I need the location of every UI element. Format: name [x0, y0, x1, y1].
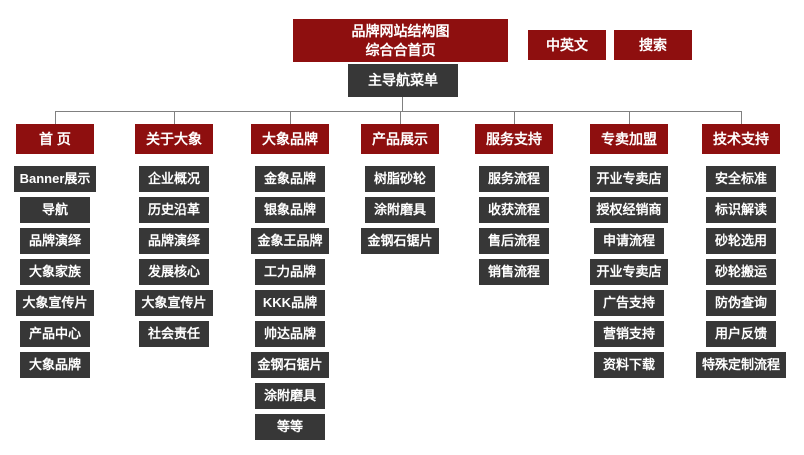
tree-node: KKK品牌: [255, 290, 325, 316]
language-toggle-node: 中英文: [528, 30, 606, 60]
tree-node: 社会责任: [139, 321, 209, 347]
diagram-title-line2: 综合合首页: [365, 42, 436, 58]
column-header-about: 关于大象: [135, 124, 213, 154]
column-header-service: 服务支持: [475, 124, 553, 154]
tree-node: 金象王品牌: [251, 228, 329, 254]
tree-node: 用户反馈: [706, 321, 776, 347]
tree-node: 授权经销商: [590, 197, 668, 223]
tree-node: 售后流程: [479, 228, 549, 254]
column-header-franchise: 专卖加盟: [590, 124, 668, 154]
tree-node: Banner展示: [13, 166, 97, 192]
column-products: 产品展示 树脂砂轮 涂附磨具 金钢石锯片: [345, 124, 455, 254]
main-nav-node: 主导航菜单: [348, 64, 458, 97]
tree-node: 企业概况: [139, 166, 209, 192]
tree-node: 工力品牌: [255, 259, 325, 285]
connector-drop: [514, 112, 515, 124]
connector-horizontal: [55, 111, 742, 112]
column-header-tech-support: 技术支持: [702, 124, 780, 154]
tree-node: 产品中心: [20, 321, 90, 347]
tree-node: 树脂砂轮: [365, 166, 435, 192]
tree-node: 历史沿革: [139, 197, 209, 223]
tree-node: 银象品牌: [255, 197, 325, 223]
tree-node: 服务流程: [479, 166, 549, 192]
tree-node: 大象宣传片: [16, 290, 94, 316]
column-franchise: 专卖加盟 开业专卖店 授权经销商 申请流程 开业专卖店 广告支持 营销支持 资料…: [574, 124, 684, 378]
column-brands: 大象品牌 金象品牌 银象品牌 金象王品牌 工力品牌 KKK品牌 帅达品牌 金钢石…: [235, 124, 345, 440]
tree-node: 大象宣传片: [135, 290, 213, 316]
tree-node: 大象家族: [20, 259, 90, 285]
tree-node: 涂附磨具: [255, 383, 325, 409]
connector-drop: [741, 112, 742, 124]
tree-node: 特殊定制流程: [695, 352, 786, 378]
tree-node: 砂轮搬运: [706, 259, 776, 285]
column-tech-support: 技术支持 安全标准 标识解读 砂轮选用 砂轮搬运 防伪查询 用户反馈 特殊定制流…: [686, 124, 796, 378]
connector-drop: [174, 112, 175, 124]
tree-node: 导航: [20, 197, 90, 223]
tree-node: 安全标准: [706, 166, 776, 192]
tree-node: 营销支持: [594, 321, 664, 347]
tree-node: 销售流程: [479, 259, 549, 285]
tree-node: 开业专卖店: [590, 259, 668, 285]
tree-node: 帅达品牌: [255, 321, 325, 347]
tree-node: 收获流程: [479, 197, 549, 223]
connector-stem: [402, 97, 403, 111]
column-about: 关于大象 企业概况 历史沿革 品牌演绎 发展核心 大象宣传片 社会责任: [119, 124, 229, 347]
tree-node: 金象品牌: [255, 166, 325, 192]
diagram-title-line1: 品牌网站结构图: [351, 23, 450, 39]
column-home: 首 页 Banner展示 导航 品牌演绎 大象家族 大象宣传片 产品中心 大象品…: [0, 124, 110, 378]
tree-node: 大象品牌: [20, 352, 90, 378]
tree-node: 金钢石锯片: [361, 228, 439, 254]
tree-node: 资料下载: [594, 352, 664, 378]
tree-node: 品牌演绎: [20, 228, 90, 254]
tree-node: 广告支持: [594, 290, 664, 316]
diagram-title: 品牌网站结构图 综合合首页: [293, 19, 508, 62]
tree-node: 等等: [255, 414, 325, 440]
connector-drop: [55, 112, 56, 124]
column-header-home: 首 页: [16, 124, 94, 154]
tree-node: 金钢石锯片: [251, 352, 329, 378]
tree-node: 发展核心: [139, 259, 209, 285]
connector-drop: [400, 112, 401, 124]
connector-drop: [629, 112, 630, 124]
tree-node: 砂轮选用: [706, 228, 776, 254]
tree-node: 品牌演绎: [139, 228, 209, 254]
tree-node: 标识解读: [706, 197, 776, 223]
tree-node: 防伪查询: [706, 290, 776, 316]
tree-node: 涂附磨具: [365, 197, 435, 223]
tree-node: 申请流程: [594, 228, 664, 254]
column-header-products: 产品展示: [361, 124, 439, 154]
search-node: 搜索: [614, 30, 692, 60]
tree-node: 开业专卖店: [590, 166, 668, 192]
column-header-brands: 大象品牌: [251, 124, 329, 154]
connector-drop: [290, 112, 291, 124]
column-service: 服务支持 服务流程 收获流程 售后流程 销售流程: [459, 124, 569, 285]
